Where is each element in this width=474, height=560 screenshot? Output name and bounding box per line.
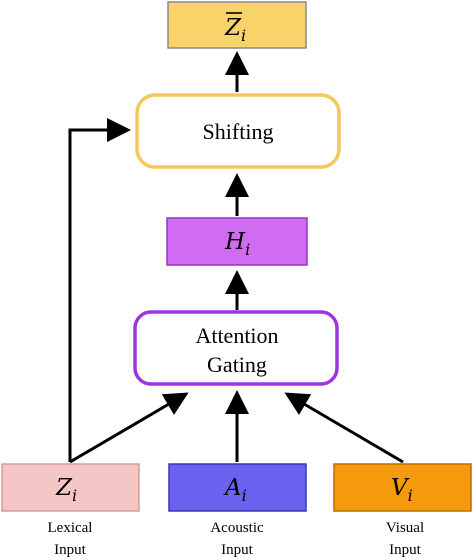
- hidden-subscript: i: [245, 240, 250, 259]
- visual-input-box: [333, 463, 472, 512]
- hidden-box: [166, 217, 308, 266]
- gating-box: [133, 310, 339, 386]
- output-node: Zi: [167, 1, 307, 49]
- visual-input-label: Vi: [391, 475, 413, 505]
- lexical-symbol: Z: [55, 475, 73, 501]
- arrow-lexical-to-gating: [69, 392, 189, 464]
- hidden-symbol: H: [224, 229, 246, 255]
- lexical-caption-line2: Input: [54, 542, 86, 558]
- gating-label-line2: Gating: [207, 352, 267, 377]
- lexical-subscript: i: [72, 486, 77, 505]
- shifting-label: Shifting: [203, 119, 274, 144]
- output-label: Zi: [224, 15, 246, 45]
- acoustic-symbol: A: [223, 475, 242, 501]
- hidden-label: Hi: [224, 229, 250, 259]
- acoustic-input-label: Ai: [223, 475, 247, 505]
- shifting-node: Shifting: [135, 93, 341, 169]
- output-symbol: Z: [224, 15, 242, 41]
- visual-subscript: i: [408, 486, 413, 505]
- output-box: [167, 1, 307, 49]
- acoustic-caption-line2: Input: [221, 542, 253, 558]
- visual-caption-line2: Input: [389, 542, 421, 558]
- acoustic-input-box: [168, 463, 307, 512]
- visual-input-node: Vi Visual Input: [333, 463, 472, 558]
- lexical-input-box: [1, 463, 140, 512]
- shifting-box: [135, 93, 341, 169]
- acoustic-subscript: i: [242, 486, 247, 505]
- visual-symbol: V: [391, 475, 410, 501]
- lexical-input-node: Zi Lexical Input: [1, 463, 140, 558]
- lexical-input-label: Zi: [55, 475, 77, 505]
- lexical-caption-line1: Lexical: [48, 520, 93, 536]
- gating-label-line1: Attention: [195, 323, 278, 348]
- acoustic-caption-line1: Acoustic: [210, 520, 264, 536]
- acoustic-input-node: Ai Acoustic Input: [168, 463, 307, 558]
- visual-caption-line1: Visual: [386, 520, 424, 536]
- output-subscript: i: [241, 26, 246, 45]
- gating-node: Attention Gating: [133, 310, 339, 386]
- arrow-lexical-skip-to-shifting: [68, 118, 131, 462]
- hidden-node: Hi: [166, 217, 308, 266]
- arrow-visual-to-gating: [284, 392, 404, 464]
